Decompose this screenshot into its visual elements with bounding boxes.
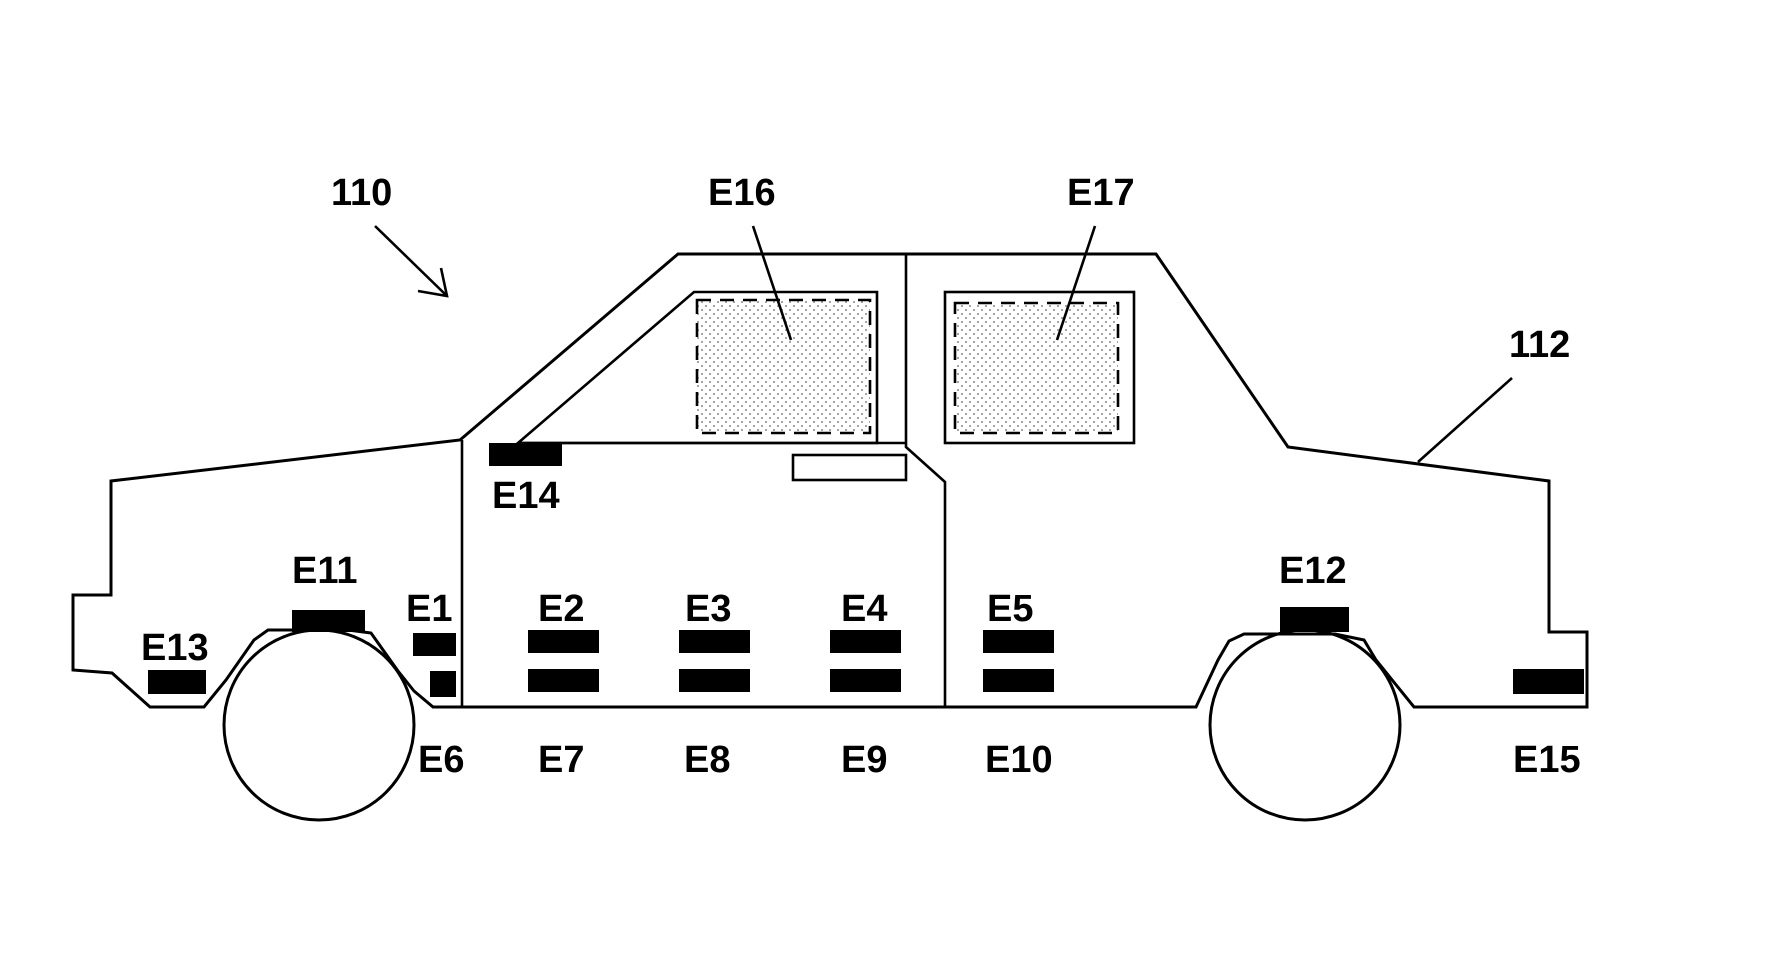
sensor-E3: [679, 630, 750, 653]
sensor-E14: [489, 443, 562, 466]
sensor-E6: [430, 671, 456, 697]
label-E12: E12: [1279, 550, 1347, 592]
rear-window-panel: [955, 303, 1118, 433]
label-E1: E1: [406, 588, 452, 630]
label-110: 110: [331, 172, 392, 214]
label-112: 112: [1509, 324, 1570, 366]
label-E4: E4: [841, 588, 887, 630]
sensor-E1: [413, 633, 456, 656]
label-E16: E16: [708, 172, 776, 214]
sensor-E12: [1280, 607, 1349, 632]
label-E9: E9: [841, 739, 887, 781]
sensor-E11: [292, 610, 365, 632]
label-E2: E2: [538, 588, 584, 630]
label-E15: E15: [1513, 739, 1581, 781]
rear-wheel: [1210, 630, 1400, 820]
leader-112: [1418, 378, 1512, 462]
label-E8: E8: [684, 739, 730, 781]
label-E13: E13: [141, 627, 209, 669]
label-E7: E7: [538, 739, 584, 781]
sensor-E2: [528, 630, 599, 653]
door-divider-line: [906, 254, 945, 707]
label-E11: E11: [292, 550, 358, 592]
label-E5: E5: [987, 588, 1033, 630]
label-E14: E14: [492, 475, 560, 517]
sensor-E4: [830, 630, 901, 653]
label-E10: E10: [985, 739, 1053, 781]
arrow-110-shaft: [375, 226, 447, 296]
label-E17: E17: [1067, 172, 1135, 214]
sensor-E10: [983, 669, 1054, 692]
sensor-E8: [679, 669, 750, 692]
door-handle: [793, 455, 906, 480]
label-E6: E6: [418, 739, 464, 781]
sensor-E15: [1513, 669, 1584, 694]
sensor-E9: [830, 669, 901, 692]
sensor-E13: [148, 670, 206, 694]
label-E3: E3: [685, 588, 731, 630]
sensor-E5: [983, 630, 1054, 653]
front-wheel: [224, 630, 414, 820]
sensor-E7: [528, 669, 599, 692]
